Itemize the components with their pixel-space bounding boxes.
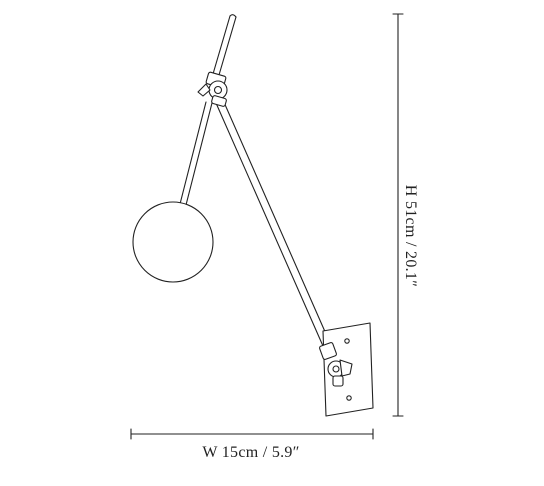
top-rod: [213, 15, 236, 75]
wall-joint: [319, 342, 352, 386]
main-arm: [216, 100, 330, 346]
height-dimension-line: [393, 14, 403, 416]
width-dimension-line: [131, 429, 373, 439]
glass-globe: [133, 202, 213, 282]
height-dimension-label: H 51cm / 20.1″: [402, 184, 419, 288]
pivot-joint: [198, 72, 227, 107]
globe-stem: [180, 102, 212, 205]
width-dimension-label: W 15cm / 5.9″: [202, 444, 300, 461]
